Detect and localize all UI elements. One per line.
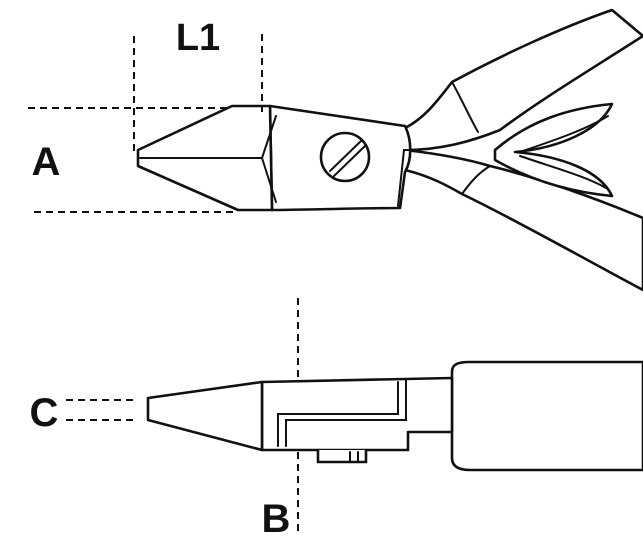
- pivot-screw-slot: [329, 139, 367, 177]
- jaw-top-view: [146, 380, 264, 452]
- bottom-dimensions: [66, 298, 299, 536]
- lower-handle-sleeve: [461, 165, 491, 195]
- spring-inner-line-2: [519, 155, 607, 189]
- screw-nub-detail: [349, 451, 359, 463]
- top-view: [136, 8, 643, 292]
- return-spring: [493, 102, 614, 198]
- label-l1: L1: [176, 17, 220, 59]
- label-c: C: [30, 391, 59, 435]
- label-a: A: [32, 140, 61, 184]
- screw-nub: [316, 448, 368, 464]
- joint-bracket: [397, 149, 411, 207]
- jaw-bevel: [261, 115, 277, 203]
- upper-handle-sleeve: [451, 81, 479, 133]
- label-b: B: [262, 497, 291, 541]
- joint-step: [277, 379, 407, 447]
- spring-inner-line: [519, 115, 609, 153]
- handle-top-view: [450, 360, 643, 472]
- top-dimensions: [28, 34, 263, 213]
- bottom-view: [146, 360, 643, 472]
